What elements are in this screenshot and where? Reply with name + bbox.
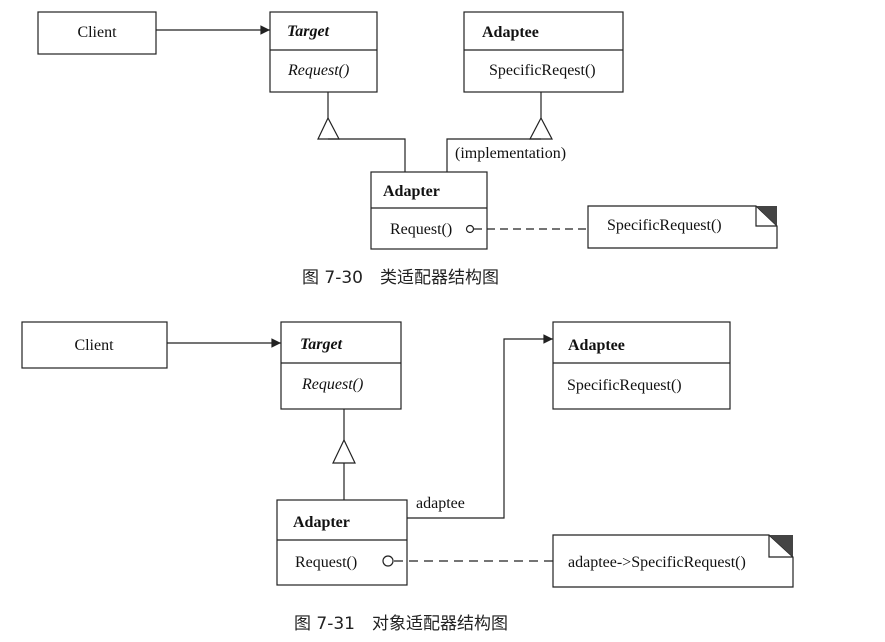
adapter-adaptee-association [407, 334, 554, 519]
adapter-name: Adapter [293, 514, 350, 531]
client-label: Client [77, 24, 117, 41]
adapter-operation: Request() [295, 554, 357, 571]
adaptee-class-box: Adaptee SpecificReqest() [463, 11, 624, 93]
target-class-box: Target Request() [269, 11, 378, 93]
target-generalization-triangle [332, 438, 356, 464]
adapter-class-box: Adapter Request() [370, 171, 488, 250]
target-generalization-triangle [317, 116, 340, 140]
adaptee-name: Adaptee [482, 24, 539, 41]
note-box: adaptee->SpecificRequest() [552, 534, 794, 588]
adaptee-operation: SpecificReqest() [489, 62, 596, 79]
target-name: Target [287, 23, 330, 40]
note-box: SpecificRequest() [587, 205, 778, 249]
adapter-operation: Request() [390, 221, 452, 238]
target-class-box: Target Request() [280, 321, 402, 410]
note-text: adaptee->SpecificRequest() [568, 554, 746, 571]
target-name: Target [300, 336, 343, 353]
figure-caption: 图 7-31 对象适配器结构图 [294, 614, 508, 634]
class-adapter-diagram: Client Target Request() Adaptee Specific… [37, 11, 778, 288]
adapter-class-box: Adapter Request() [276, 499, 408, 586]
adaptee-operation: SpecificRequest() [567, 377, 682, 394]
figure-caption: 图 7-30 类适配器结构图 [302, 268, 499, 288]
adapter-to-adaptee-generalization [446, 138, 541, 172]
target-operation: Request() [287, 62, 349, 79]
adaptee-generalization-triangle [529, 116, 553, 140]
adapter-name: Adapter [383, 183, 440, 200]
target-operation: Request() [301, 376, 363, 393]
adapter-to-target-generalization [328, 138, 406, 172]
adaptee-class-box: Adaptee SpecificRequest() [552, 321, 731, 410]
adaptee-role-label: adaptee [416, 495, 465, 512]
client-label: Client [74, 337, 114, 354]
implementation-label: (implementation) [455, 145, 566, 162]
client-box: Client [37, 11, 157, 55]
client-box: Client [21, 321, 168, 369]
note-anchor-circle [382, 555, 394, 567]
adaptee-name: Adaptee [568, 337, 625, 354]
object-adapter-diagram: Client Target Request() Adaptee Specific… [21, 321, 794, 634]
note-text: SpecificRequest() [607, 217, 722, 234]
note-anchor-circle [465, 224, 475, 234]
